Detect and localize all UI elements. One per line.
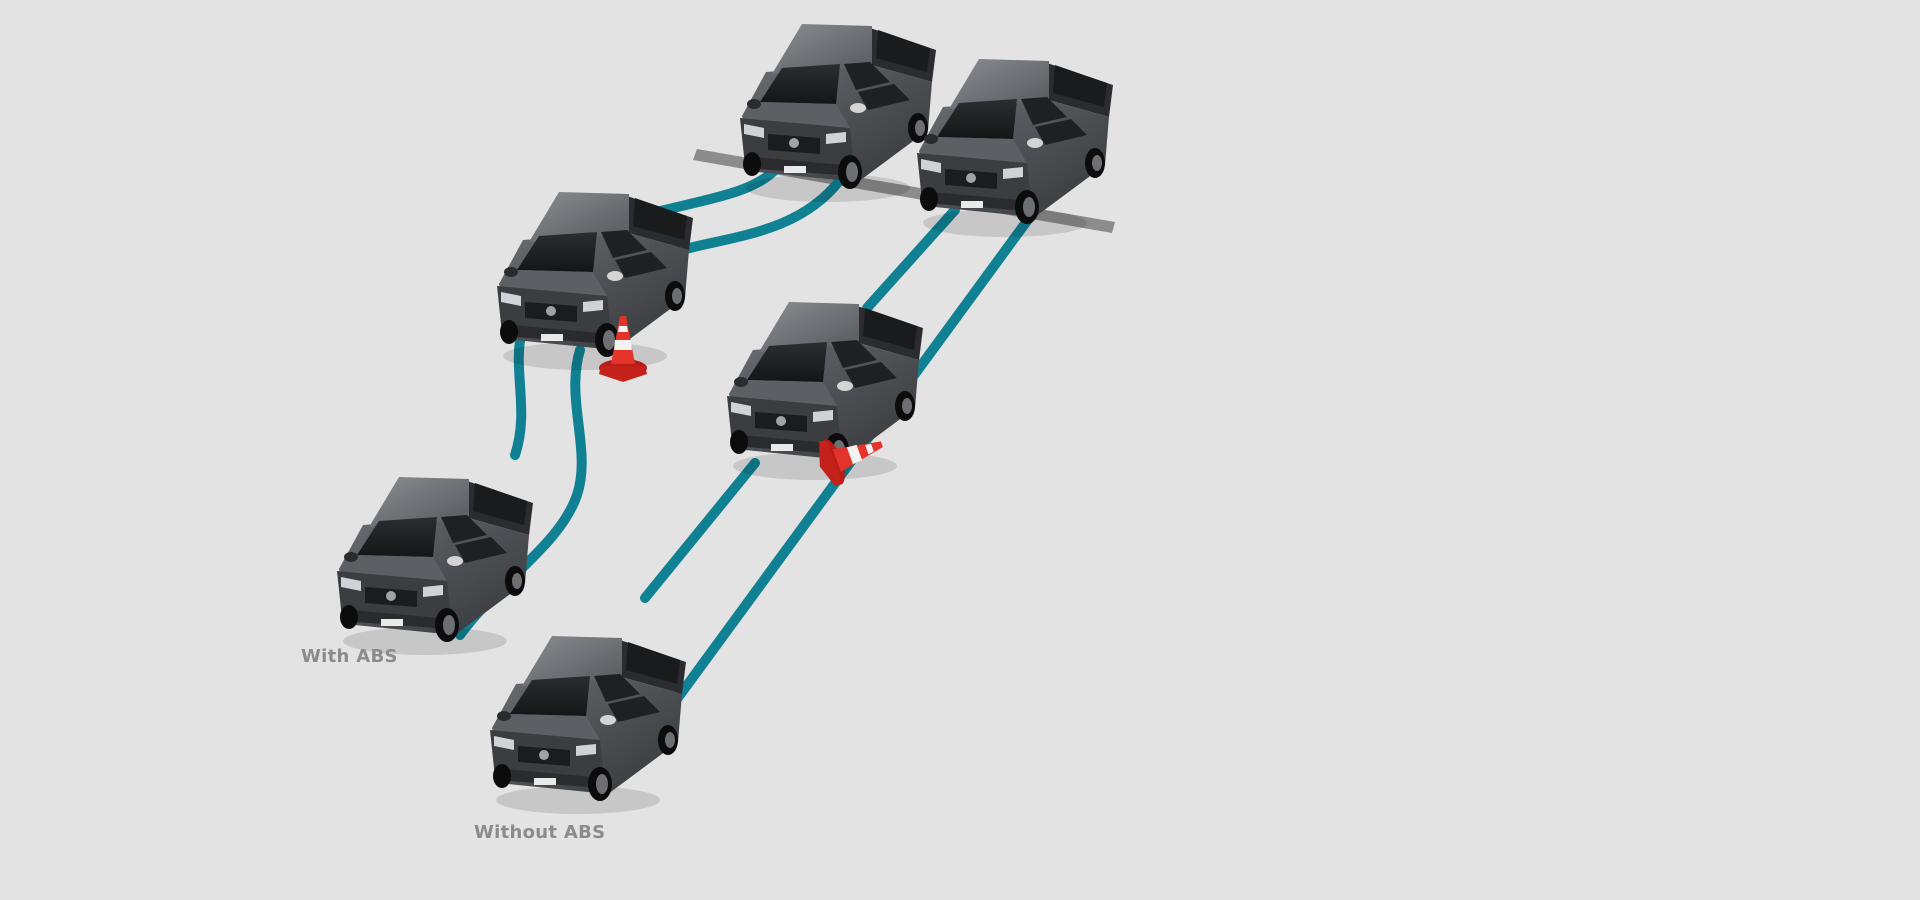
- without-abs-truck-start: [490, 636, 686, 814]
- pickup-truck-icon: [917, 59, 1113, 237]
- pickup-truck-icon: [490, 636, 686, 814]
- with-abs-label: With ABS: [301, 646, 398, 667]
- without-abs-label: Without ABS: [474, 822, 606, 843]
- without-abs-truck-stopped: [917, 59, 1113, 237]
- pickup-truck-icon: [337, 477, 533, 655]
- without-abs-track-left: [640, 458, 760, 603]
- with-abs-track-left: [510, 325, 527, 460]
- with-abs-truck-swerving: [497, 192, 693, 370]
- with-abs-truck-start: [337, 477, 533, 655]
- pickup-truck-icon: [497, 192, 693, 370]
- without-abs-track-right: [620, 205, 1040, 775]
